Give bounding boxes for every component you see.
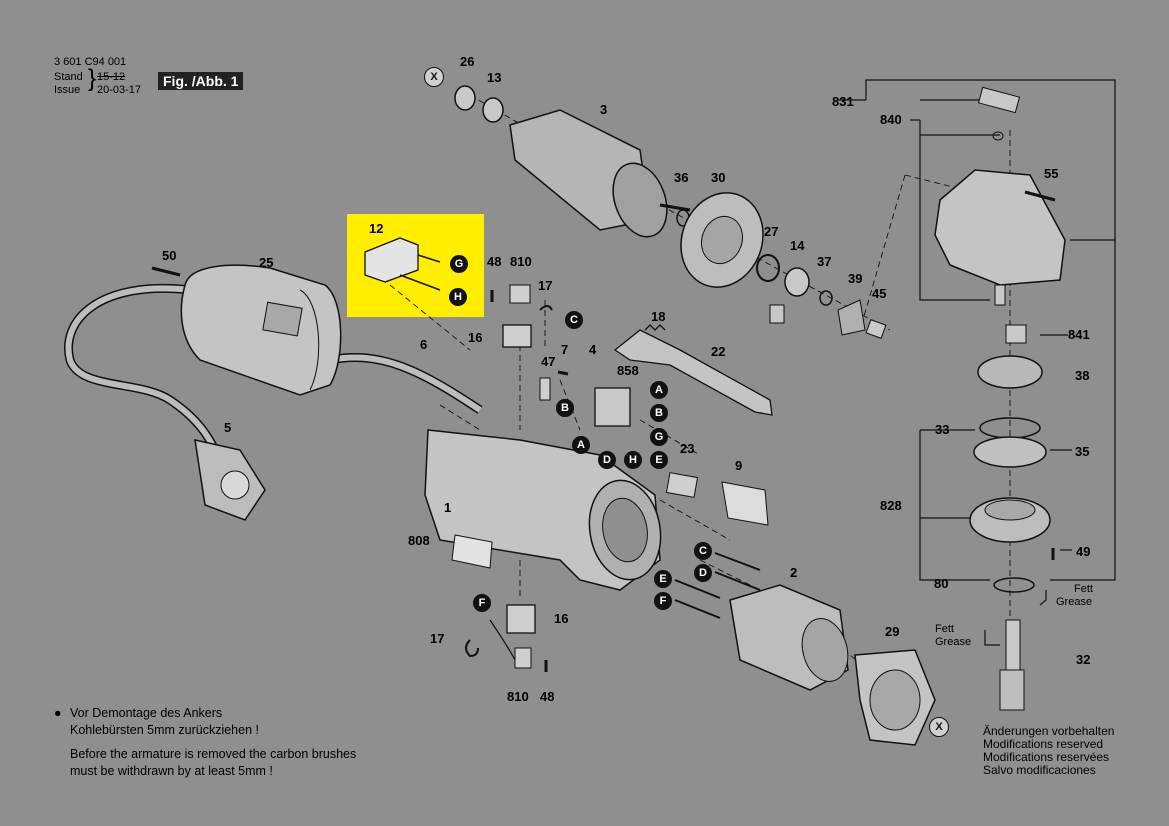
part-label: 810 <box>510 254 532 269</box>
note-de-line2: Kohlebürsten 5mm zurückziehen ! <box>70 723 259 737</box>
part-label: 3 <box>600 102 608 117</box>
bracket-831 <box>865 79 1116 581</box>
part-label: 808 <box>408 533 430 548</box>
part-label: 45 <box>872 286 887 301</box>
part-label: 4 <box>589 342 597 357</box>
part-label: 17 <box>430 631 445 646</box>
part-label: 26 <box>460 54 475 69</box>
part-label: 80 <box>934 576 949 591</box>
wheel-guard-part-29 <box>854 649 936 746</box>
part-label: 29 <box>885 624 900 639</box>
callout-e: E <box>650 451 668 469</box>
part-label: 16 <box>554 611 569 626</box>
mod-es: Salvo modificaciones <box>983 763 1096 777</box>
grease-label-2: Grease <box>935 636 972 648</box>
gear-housing-part-840 <box>934 86 1066 306</box>
callout-d: D <box>598 451 616 469</box>
part-label: 18 <box>651 309 666 324</box>
part-label: 48 <box>540 689 555 704</box>
part-label: 48 <box>487 254 502 269</box>
note-en-line2: must be withdrawn by at least 5mm ! <box>70 764 273 778</box>
part-label: 55 <box>1044 166 1059 181</box>
part-label: 33 <box>935 422 950 437</box>
part-label: 12 <box>369 221 384 236</box>
rear-handle-part-25 <box>180 264 342 396</box>
note-bullet: ● <box>54 706 62 720</box>
callout-h: H <box>449 288 467 306</box>
fett-label-2: Fett <box>935 623 954 635</box>
part-label: 36 <box>674 170 689 185</box>
part-label: 38 <box>1075 368 1090 383</box>
callout-h: H <box>624 451 642 469</box>
part-label: 32 <box>1076 652 1091 667</box>
part-label: 1 <box>444 500 452 515</box>
fett-label-1: Fett <box>1074 583 1093 595</box>
mod-en: Modifications reserved <box>983 737 1104 751</box>
note-en-line1: Before the armature is removed the carbo… <box>70 747 357 761</box>
part-label: 810 <box>507 689 529 704</box>
part-label: 13 <box>487 70 502 85</box>
part-label: 27 <box>764 224 779 239</box>
part-label: 858 <box>617 363 639 378</box>
issue-date: 20-03-17 <box>97 84 142 96</box>
figure-label: Fig. /Abb. 1 <box>158 72 244 90</box>
suppressor-part-12 <box>364 237 441 291</box>
field-part-2 <box>729 584 849 691</box>
part-label: 22 <box>711 344 726 359</box>
part-label: 828 <box>880 498 902 513</box>
callout-b: B <box>556 399 574 417</box>
part-label: 840 <box>880 112 902 127</box>
part-label: 14 <box>790 238 805 253</box>
callout-c: C <box>694 542 712 560</box>
callout-a: A <box>572 436 590 454</box>
callout-x: X <box>424 67 444 87</box>
part-label: 7 <box>561 342 569 357</box>
part-label: 16 <box>468 330 483 345</box>
spindle-part-32 <box>999 619 1025 711</box>
callout-b: B <box>650 404 668 422</box>
bearing-flange-part-828 <box>969 497 1051 543</box>
part-label: 30 <box>711 170 726 185</box>
part-label: 37 <box>817 254 832 269</box>
part-label: 841 <box>1068 327 1090 342</box>
part-label: 35 <box>1075 444 1090 459</box>
part-label: 17 <box>538 278 553 293</box>
stand-old: 15-12 <box>97 71 126 83</box>
part-number: 3 601 C94 001 <box>54 56 127 68</box>
part-label: 6 <box>420 337 428 352</box>
stand-label: Stand <box>54 71 83 83</box>
callout-c: C <box>565 311 583 329</box>
callout-f: F <box>473 594 491 612</box>
callout-g: G <box>450 255 468 273</box>
part-label: 5 <box>224 420 232 435</box>
issue-label: Issue <box>54 84 81 96</box>
callout-a: A <box>650 381 668 399</box>
part-label: 49 <box>1076 544 1091 559</box>
callout-x: X <box>929 717 949 737</box>
plug-part-5 <box>194 439 266 521</box>
note-de-line1: Vor Demontage des Ankers <box>70 706 223 720</box>
armature-part-3 <box>509 109 691 238</box>
grease-label-1: Grease <box>1056 596 1093 608</box>
mod-de: Änderungen vorbehalten <box>983 724 1115 738</box>
part-label: 23 <box>680 441 695 456</box>
mod-fr: Modifications reservées <box>983 750 1110 764</box>
part-label: 50 <box>162 248 177 263</box>
part-label: 25 <box>259 255 274 270</box>
part-label: 39 <box>848 271 863 286</box>
part-label: 9 <box>735 458 743 473</box>
part-label: 831 <box>832 94 854 109</box>
fan-part-30 <box>680 192 764 288</box>
callout-f: F <box>654 592 672 610</box>
callout-g: G <box>650 428 668 446</box>
part-label: 2 <box>790 565 798 580</box>
callout-d: D <box>694 564 712 582</box>
part-label: 47 <box>541 354 556 369</box>
callout-e: E <box>654 570 672 588</box>
brace-glyph: } <box>88 65 97 92</box>
